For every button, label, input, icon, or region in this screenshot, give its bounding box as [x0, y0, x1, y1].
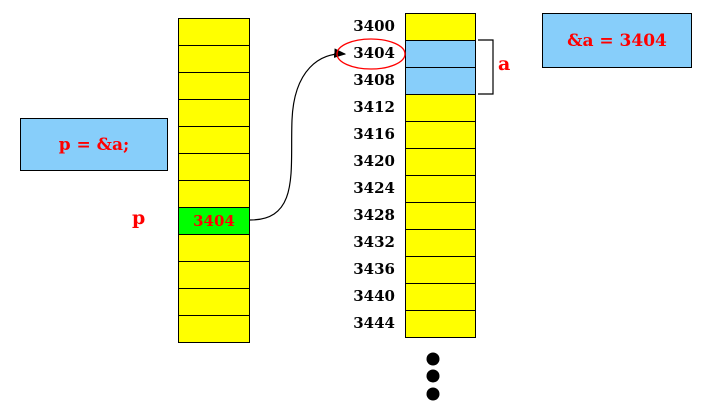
- memory-cell: [405, 283, 476, 311]
- address-label: 3408: [353, 71, 395, 89]
- address-label: 3424: [353, 179, 395, 197]
- address-of-box: &a = 3404: [542, 13, 692, 68]
- memory-cell: [405, 310, 476, 338]
- address-label: 3428: [353, 206, 395, 224]
- memory-cell: [405, 121, 476, 149]
- memory-cell: [178, 315, 250, 343]
- address-label: 3444: [353, 314, 395, 332]
- address-label: 3400: [353, 17, 395, 35]
- variable-label: a: [498, 53, 511, 75]
- address-label: 3432: [353, 233, 395, 251]
- ellipsis-dots-icon: [426, 352, 440, 401]
- pointer-label: p: [132, 207, 146, 229]
- address-label: 3416: [353, 125, 395, 143]
- pointer-value: 3404: [193, 212, 235, 230]
- memory-cell: [178, 45, 250, 73]
- address-of-text: &a = 3404: [567, 30, 667, 51]
- memory-cell: [405, 256, 476, 284]
- circle-highlight-icon: [336, 38, 406, 70]
- pointer-assignment-box: p = &a;: [20, 118, 168, 171]
- address-label: 3420: [353, 152, 395, 170]
- memory-cell: [178, 234, 250, 262]
- variable-a-cell: [405, 40, 476, 68]
- address-label: 3440: [353, 287, 395, 305]
- pointer-cell: 3404: [178, 207, 250, 235]
- pointer-assignment-text: p = &a;: [58, 134, 130, 155]
- memory-cell: [178, 288, 250, 316]
- address-label: 3404: [353, 44, 395, 62]
- address-label: 3412: [353, 98, 395, 116]
- address-label: 3436: [353, 260, 395, 278]
- memory-cell: [405, 202, 476, 230]
- arrow-icon: [249, 48, 347, 221]
- memory-cell: [178, 99, 250, 127]
- brace-icon: [478, 39, 494, 95]
- memory-cell: [405, 94, 476, 122]
- memory-cell: [178, 180, 250, 208]
